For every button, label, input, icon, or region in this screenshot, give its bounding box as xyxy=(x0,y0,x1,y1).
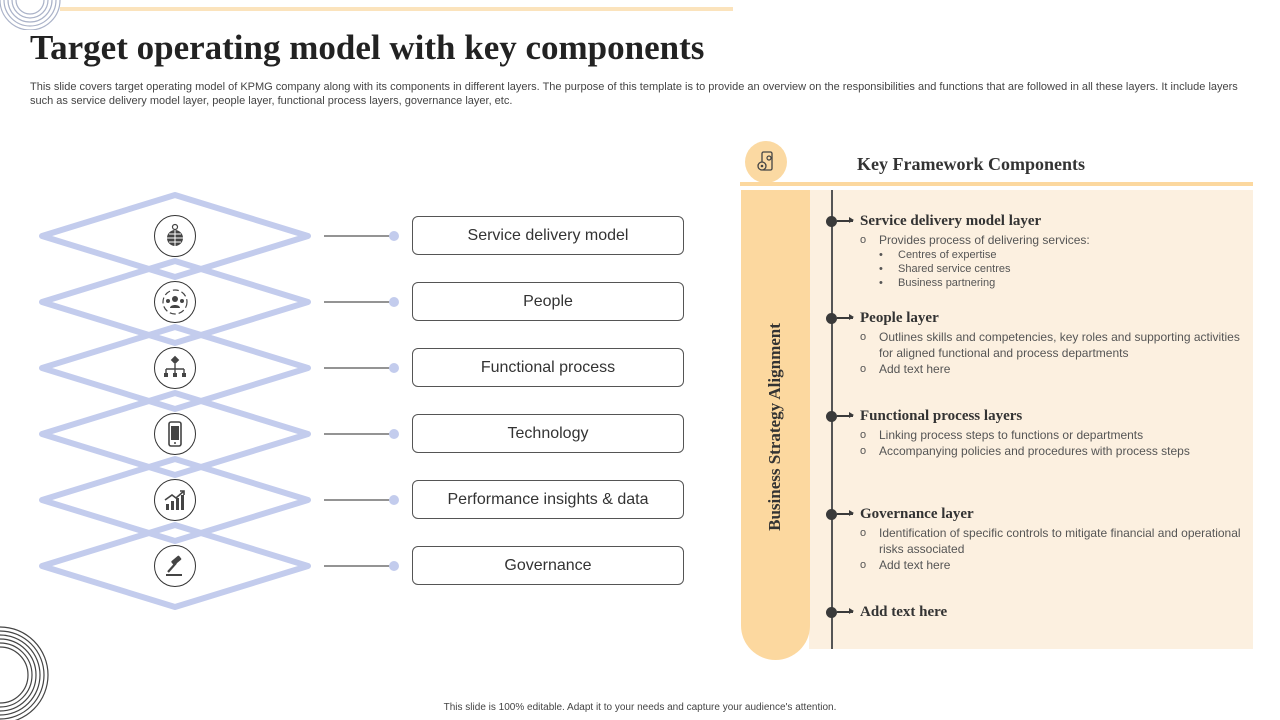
diamond-3 xyxy=(39,324,311,412)
list-item: Provides process of delivering services: xyxy=(860,232,1246,248)
connector-dot-2 xyxy=(389,297,399,307)
layer-box-service-delivery[interactable]: Service delivery model xyxy=(412,216,684,255)
diamond-6 xyxy=(39,522,311,610)
page-subtitle: This slide covers target operating model… xyxy=(30,81,1238,107)
section-people: People layer Outlines skills and compete… xyxy=(826,309,1246,377)
bullet-dot xyxy=(826,312,837,324)
section-governance: Governance layer Identification of speci… xyxy=(826,505,1246,573)
footer-note: This slide is 100% editable. Adapt it to… xyxy=(443,702,837,713)
list-item: Outlines skills and competencies, key ro… xyxy=(860,329,1246,361)
section-add-text: Add text here xyxy=(826,603,1246,621)
list-item: Linking process steps to functions or de… xyxy=(860,427,1246,443)
gavel-icon xyxy=(154,545,196,587)
page-title: Target operating model with key componen… xyxy=(30,28,705,67)
section-title: Functional process layers xyxy=(860,407,1023,424)
corner-decoration-bottom xyxy=(0,626,49,720)
connector-dot-3 xyxy=(389,363,399,373)
panel-title: Key Framework Components xyxy=(857,154,1085,174)
smartphone-icon xyxy=(154,413,196,455)
layer-box-governance[interactable]: Governance xyxy=(412,546,684,585)
arrow-icon xyxy=(837,609,854,614)
diamond-1 xyxy=(39,192,311,280)
arrow-icon xyxy=(837,511,854,516)
arrow-icon xyxy=(837,218,854,223)
hierarchy-icon xyxy=(154,347,196,389)
top-accent-bar xyxy=(60,7,733,11)
section-title: Service delivery model layer xyxy=(860,212,1042,229)
section-title: Add text here xyxy=(860,603,948,620)
connector-dot-6 xyxy=(389,561,399,571)
connector-dot-5 xyxy=(389,495,399,505)
strategy-pill xyxy=(741,190,810,660)
section-title: People layer xyxy=(860,309,939,326)
diamond-5 xyxy=(39,456,311,544)
list-item: Identification of specific controls to m… xyxy=(860,525,1246,557)
layer-box-performance[interactable]: Performance insights & data xyxy=(412,480,684,519)
bullet-dot xyxy=(826,508,837,520)
people-network-icon xyxy=(154,281,196,323)
layer-box-technology[interactable]: Technology xyxy=(412,414,684,453)
bullet-dot xyxy=(826,215,837,227)
layer-box-people[interactable]: People xyxy=(412,282,684,321)
connector-dot-1 xyxy=(389,231,399,241)
section-service-delivery: Service delivery model layer Provides pr… xyxy=(826,212,1246,290)
strategy-label: Business Strategy Alignment xyxy=(765,323,784,531)
sub-list-item: Centres of expertise xyxy=(860,248,1246,262)
panel-divider xyxy=(740,182,1253,186)
list-item: Add text here xyxy=(860,557,1246,573)
arrow-icon xyxy=(837,413,854,418)
sub-list-item: Shared service centres xyxy=(860,262,1246,276)
bullet-dot xyxy=(826,606,837,618)
connector-dot-4 xyxy=(389,429,399,439)
layer-box-functional-process[interactable]: Functional process xyxy=(412,348,684,387)
framework-settings-icon xyxy=(745,141,787,183)
growth-chart-icon xyxy=(154,479,196,521)
sub-list-item: Business partnering xyxy=(860,276,1246,290)
diamond-2 xyxy=(39,258,311,346)
list-item: Accompanying policies and procedures wit… xyxy=(860,443,1246,459)
arrow-icon xyxy=(837,315,854,320)
diamond-4 xyxy=(39,390,311,478)
section-title: Governance layer xyxy=(860,505,974,522)
globe-pin-icon xyxy=(154,215,196,257)
section-functional-process: Functional process layers Linking proces… xyxy=(826,407,1246,459)
diamond-stack xyxy=(39,192,399,610)
list-item: Add text here xyxy=(860,361,1246,377)
bullet-dot xyxy=(826,410,837,422)
corner-decoration-top xyxy=(0,0,61,30)
